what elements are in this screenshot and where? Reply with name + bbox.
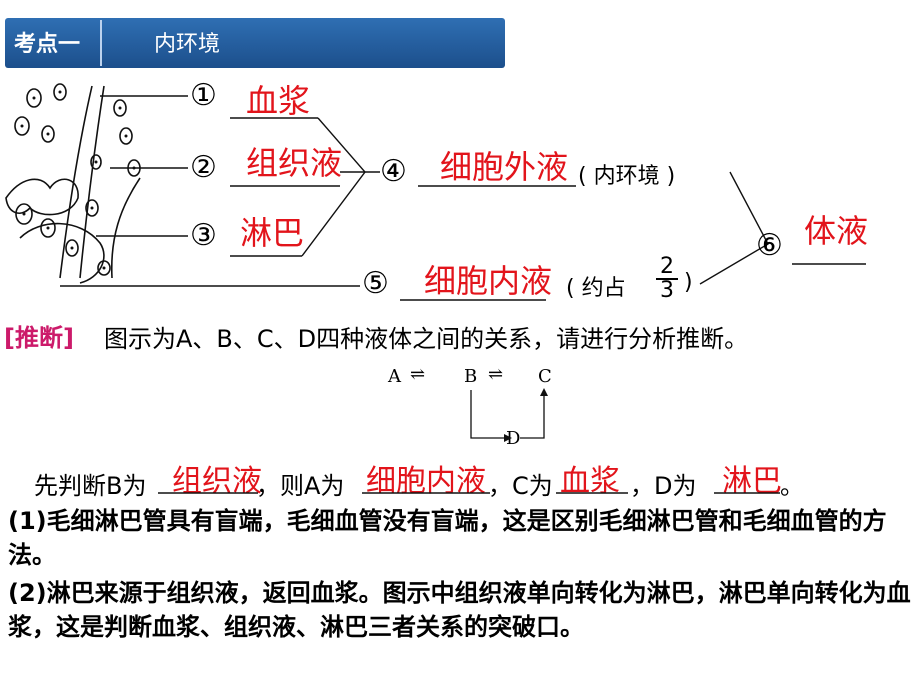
mini-arrows — [470, 388, 548, 442]
answer-plasma: 血浆 — [246, 82, 311, 120]
note-internal-env: ( 内环境 ) — [578, 164, 676, 189]
fill-prefix-4: ，D为 — [630, 472, 697, 500]
answer-body-fluid: 体液 — [804, 212, 869, 250]
section-header — [5, 18, 505, 68]
mini-arrow-ab: ⇌ — [410, 364, 426, 385]
fill-prefix-3: ，C为 — [488, 472, 553, 500]
inference-tag: [推断] — [4, 324, 74, 352]
fill-prefix-1: 先判断B为 — [34, 472, 147, 500]
explanation-paragraph-2: (2)淋巴来源于组织液，返回血浆。图示中组织液单向转化为淋巴，淋巴单向转化为血浆… — [8, 579, 911, 641]
mini-node-c: C — [538, 366, 552, 387]
note-proportion: ( 约占 — [566, 276, 626, 301]
header-divider — [100, 20, 102, 66]
fill-prefix-2: ，则A为 — [256, 472, 345, 500]
note-proportion-end: ) — [684, 270, 693, 295]
label-num-6: ⑥ — [756, 228, 783, 263]
label-num-5: ⑤ — [362, 266, 389, 301]
inference-text: 图示为A、B、C、D四种液体之间的关系，请进行分析推断。 — [104, 325, 749, 353]
explanation-paragraph-1: (1)毛细淋巴管具有盲端，毛细血管没有盲端，这是区别毛细淋巴管和毛细血管的方法。 — [8, 507, 887, 569]
fill-suffix: 。 — [780, 472, 804, 500]
fraction-numerator: 2 — [660, 254, 674, 279]
label-num-4: ④ — [380, 154, 407, 189]
mini-node-b: B — [464, 366, 478, 387]
label-num-1: ① — [190, 78, 217, 113]
answer-extracellular: 细胞外液 — [440, 148, 569, 186]
fraction-denominator: 3 — [656, 278, 678, 302]
label-num-3: ③ — [190, 218, 217, 253]
header-title: 内环境 — [154, 32, 221, 57]
mini-node-d: D — [506, 428, 521, 449]
fill-underlines — [158, 492, 780, 494]
diagram-connectors — [60, 95, 866, 301]
fraction: 2 3 — [656, 256, 678, 302]
mini-node-a: A — [388, 366, 401, 387]
mini-arrow-bc: ⇌ — [488, 364, 504, 385]
answer-lymph: 淋巴 — [240, 214, 305, 252]
answer-intracellular: 细胞内液 — [424, 262, 553, 300]
label-num-2: ② — [190, 150, 217, 185]
header-tag: 考点一 — [14, 32, 81, 57]
answer-tissue-fluid: 组织液 — [246, 144, 343, 182]
